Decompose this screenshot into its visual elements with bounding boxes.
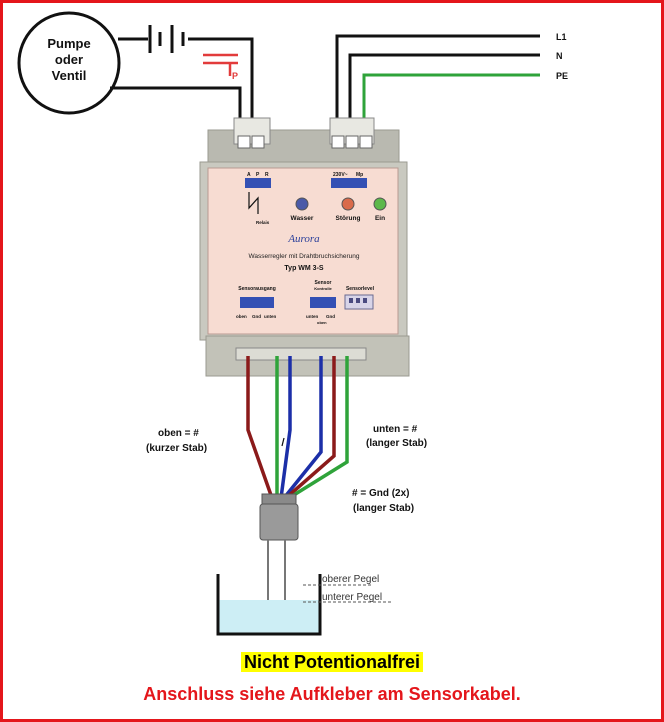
note-oben: oben = # [158,428,199,439]
sensor-output-block: Sensorausgang oben Gnd unten [236,286,276,319]
battery-circuit [110,37,254,120]
sensor-control-block: Sensor Kontrolle unten Gnd oben [306,280,336,325]
sensor-level-block: Sensorlevel [344,286,375,310]
svg-text:R: R [265,172,269,178]
caption-connection: Anschluss siehe Aufkleber am Sensorkabel… [143,684,521,704]
svg-text:oben: oben [236,314,247,319]
lower-level-label: unterer Pegel [322,592,382,603]
note-kurzer-stab: (kurzer Stab) [146,443,207,454]
mains-n: N [556,51,563,61]
led-stoerung [341,197,355,211]
pointer-arrow [281,437,285,447]
svg-text:A: A [247,172,251,178]
indicator-leds: Wasser Störung Ein [291,197,387,222]
module-type: Typ WM 3-S [284,265,323,272]
note-gnd: # = Gnd (2x) [352,488,410,499]
svg-text:Gnd: Gnd [326,314,335,319]
relay-terminals: A P R Relais [245,172,271,225]
caption-highlight: Nicht Potentionalfrei [240,652,423,672]
svg-text:Sensor: Sensor [315,280,332,286]
svg-text:Mp: Mp [356,172,363,178]
brand-logo: Aurora [287,233,320,245]
water-tank [216,574,322,636]
caption-warning: Nicht Potentionalfrei [0,652,664,673]
capacitor-label: P [232,71,238,81]
led-wasser [295,197,309,211]
relay-label: Relais [256,220,270,225]
svg-text:Störung: Störung [336,215,361,222]
svg-text:Ein: Ein [375,215,385,222]
svg-text:Gnd: Gnd [252,314,261,319]
note-unten: unten = # [373,424,418,435]
svg-text:Kontrolle: Kontrolle [314,286,332,291]
pump-label-3: Ventil [52,68,87,83]
note-gnd-langer-stab: (langer Stab) [353,503,414,514]
module-description: Wasserregler mit Drahtbruchsicherung [248,253,359,260]
note-langer-stab: (langer Stab) [366,438,427,449]
capacitor-icon [203,53,238,76]
led-ein [373,197,387,211]
svg-text:unten: unten [264,314,276,319]
svg-text:P: P [256,172,260,178]
svg-text:oben: oben [317,320,327,325]
mains-l1: L1 [556,32,567,42]
svg-text:Wasser: Wasser [291,215,314,222]
pump-symbol: Pumpe oder Ventil [17,11,121,115]
top-terminals [237,135,373,149]
controller-module [199,117,410,377]
svg-text:unten: unten [306,314,318,319]
power-terminals: 230V~ Mp [331,172,367,188]
mains-wires [335,34,540,122]
battery-icon [148,25,185,53]
sensor-wires [246,356,349,500]
svg-text:Sensorausgang: Sensorausgang [238,286,276,292]
pump-label-1: Pumpe [47,36,90,51]
upper-level-label: oberer Pegel [322,574,379,585]
pump-label-2: oder [55,52,83,67]
svg-text:230V~: 230V~ [333,172,348,178]
mains-pe: PE [556,71,568,81]
svg-text:Sensorlevel: Sensorlevel [346,286,375,292]
